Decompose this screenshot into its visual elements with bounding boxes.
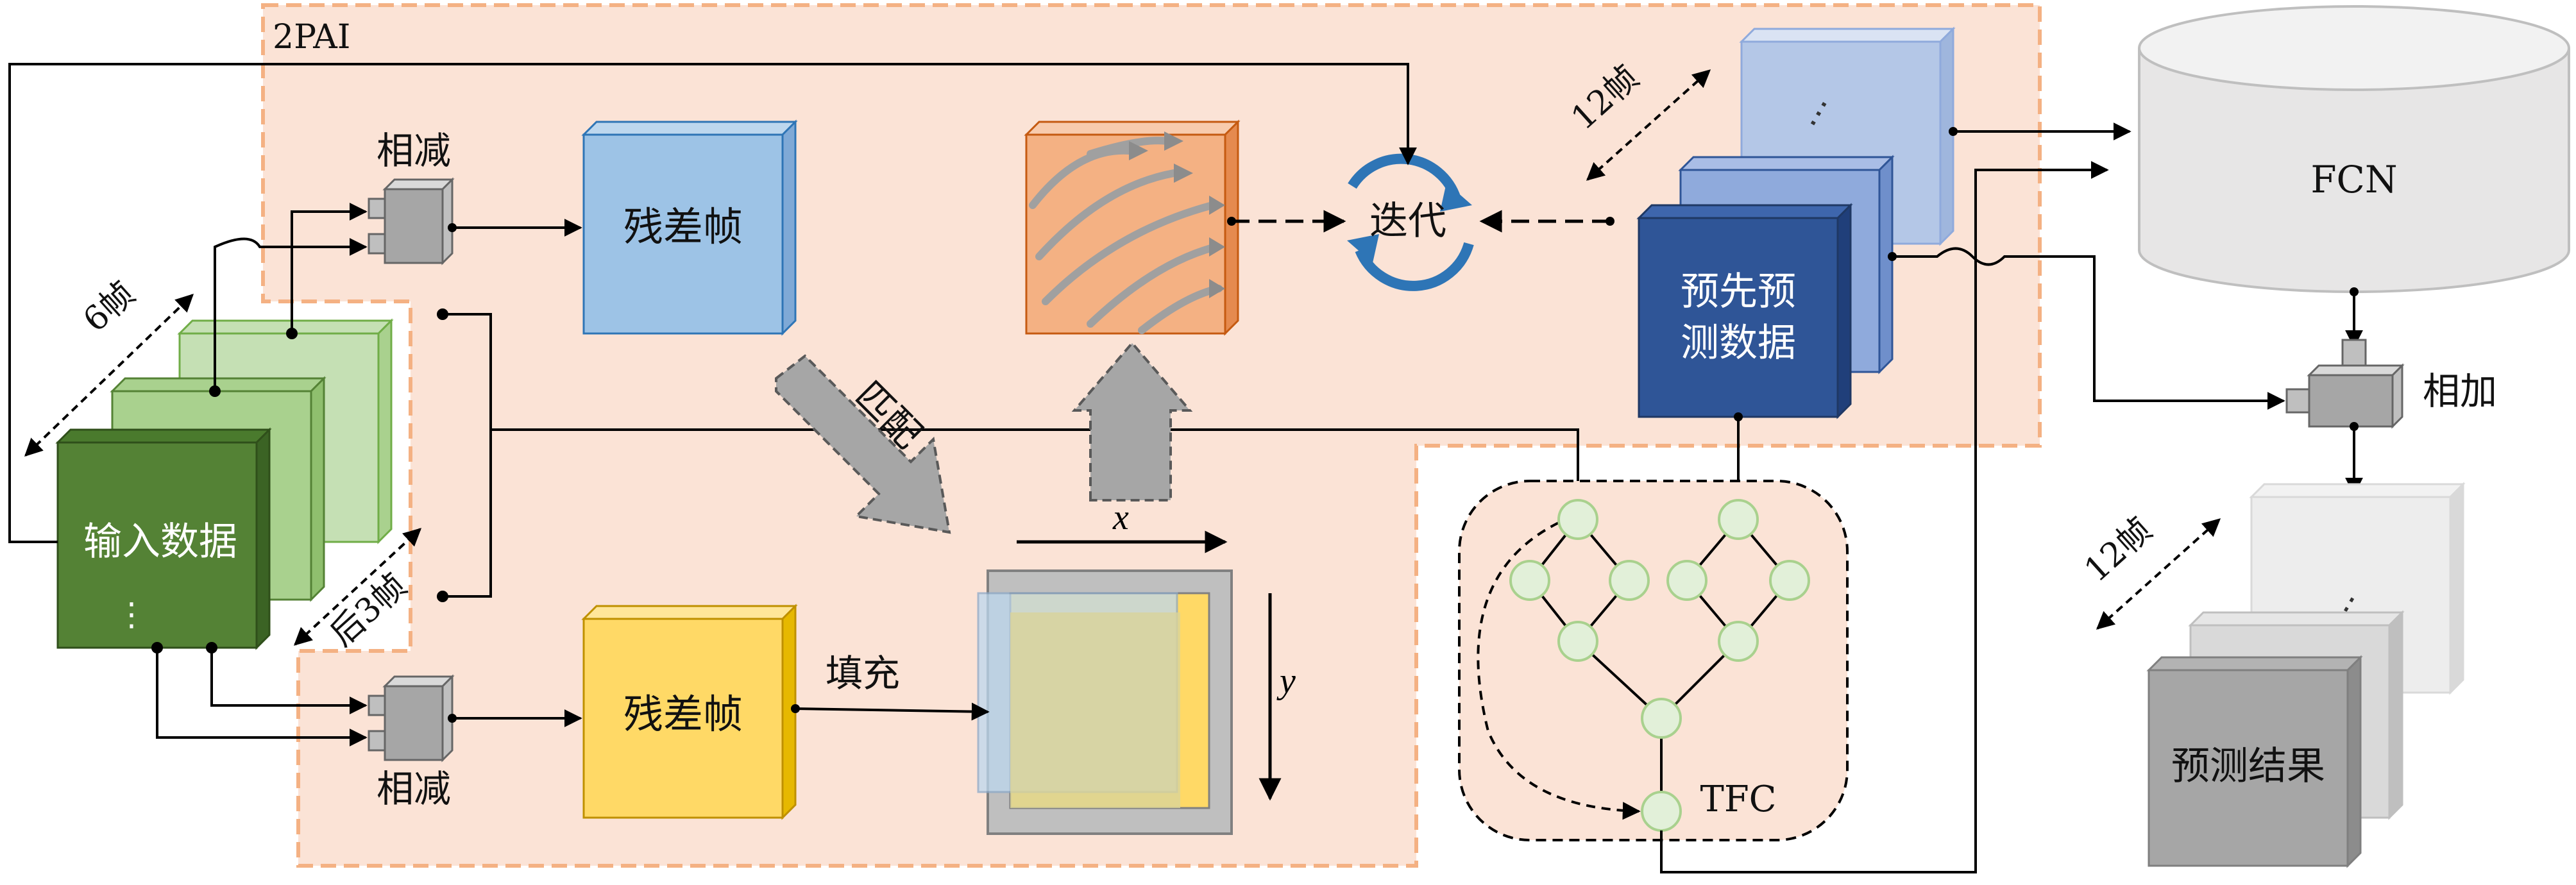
input-dots: ⋮ — [115, 596, 148, 633]
twelve-frames-bottom-arrow — [2096, 518, 2221, 630]
tfc-label: TFC — [1700, 779, 1776, 820]
pre-pred-stack: ⋯ 预先预 测数据 — [1636, 26, 1956, 419]
region-label: 2PAI — [273, 18, 350, 56]
residual-top-label: 残差帧 — [623, 203, 743, 250]
input-data-stack: 输入数据 ⋮ — [55, 318, 394, 650]
result-frame-front — [2146, 655, 2363, 868]
input-label: 输入数据 — [83, 519, 237, 564]
subtract-device-bottom — [368, 674, 455, 763]
subtract-device-top — [368, 177, 455, 266]
pre-pred-label-line2: 测数据 — [1681, 321, 1796, 366]
fill-overlay-stack — [977, 569, 1233, 835]
last3-frames-label: 后3帧 — [323, 566, 414, 653]
twelve-frames-top-arrow — [1586, 69, 1711, 181]
six-frames-label: 6帧 — [76, 274, 142, 340]
fill-label: 填充 — [826, 652, 900, 695]
iterate-label: 迭代 — [1369, 199, 1446, 244]
last3-frames-arrow — [293, 528, 422, 646]
input-to-subtract-bottom-wires — [151, 642, 368, 746]
x-axis-label: x — [1112, 498, 1129, 537]
residual-frame-top — [581, 119, 798, 336]
subtract-top-label: 相减 — [377, 129, 451, 173]
input-to-iterate-wire — [8, 63, 1417, 543]
tfc-to-fcn-wire — [1660, 161, 2109, 873]
fcn-label: FCN — [2310, 158, 2397, 201]
fcn-cylinder — [2138, 5, 2570, 293]
prepred-to-add — [1892, 247, 2285, 410]
twelve-frames-bottom-label: 12帧 — [2078, 510, 2160, 590]
result-stack: ⋮ 预测结果 — [2146, 482, 2466, 868]
tfc-module — [1458, 480, 1849, 841]
input-to-subtract-top-wires — [209, 203, 368, 397]
pre-pred-frame-front — [1636, 203, 1853, 419]
add-device — [2285, 339, 2405, 429]
residual-frame-bottom — [581, 603, 798, 820]
y-axis-label: y — [1276, 661, 1296, 701]
fill-arrow — [795, 702, 990, 721]
pre-pred-label-line1: 预先预 — [1681, 269, 1796, 314]
result-label: 预测结果 — [2171, 744, 2325, 789]
add-label: 相加 — [2423, 369, 2497, 413]
subtract-bottom-label: 相减 — [377, 767, 451, 811]
six-frames-arrow — [24, 294, 194, 457]
match-arrow — [775, 354, 951, 534]
up-arrow — [1071, 341, 1193, 501]
flow-field — [1024, 119, 1241, 336]
residual-bottom-label: 残差帧 — [623, 691, 743, 738]
